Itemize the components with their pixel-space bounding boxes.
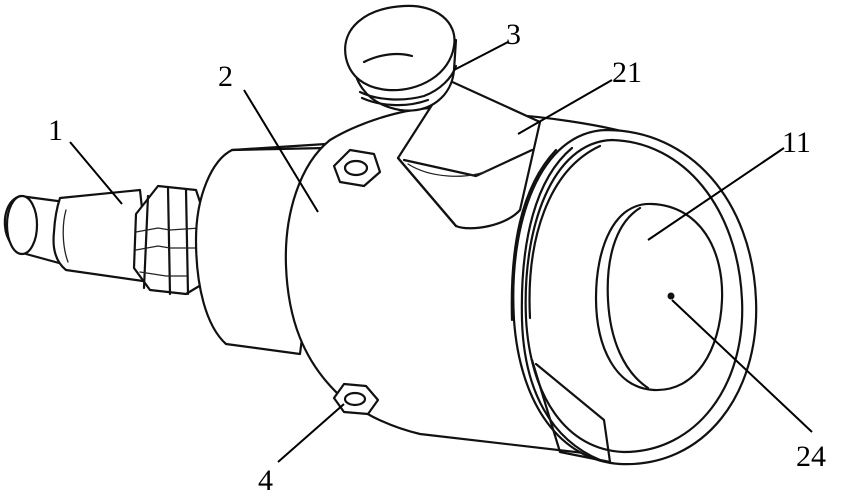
label-3: 3: [506, 18, 521, 51]
neck-and-cap: [344, 4, 542, 230]
label-11: 11: [782, 126, 811, 159]
label-21: 21: [612, 56, 642, 89]
leader-lines: [69, 41, 813, 463]
label-2: 2: [218, 60, 233, 93]
label-1: 1: [48, 114, 63, 147]
leader-11: [647, 147, 785, 241]
leader-2: [243, 89, 319, 213]
leader-4: [277, 403, 345, 463]
hole-24: [667, 292, 675, 300]
screw-top: [332, 148, 382, 188]
reference-numerals: 1 2 3 21 11 24 4: [48, 18, 826, 497]
cable-shaft: [3, 188, 152, 284]
leader-3: [453, 41, 509, 71]
main-housing: [194, 106, 758, 466]
leader-24: [671, 299, 813, 433]
leader-21: [517, 79, 613, 135]
screw-bottom: [332, 382, 380, 416]
label-24: 24: [796, 440, 826, 473]
label-4: 4: [258, 464, 273, 497]
leader-1: [69, 141, 123, 205]
